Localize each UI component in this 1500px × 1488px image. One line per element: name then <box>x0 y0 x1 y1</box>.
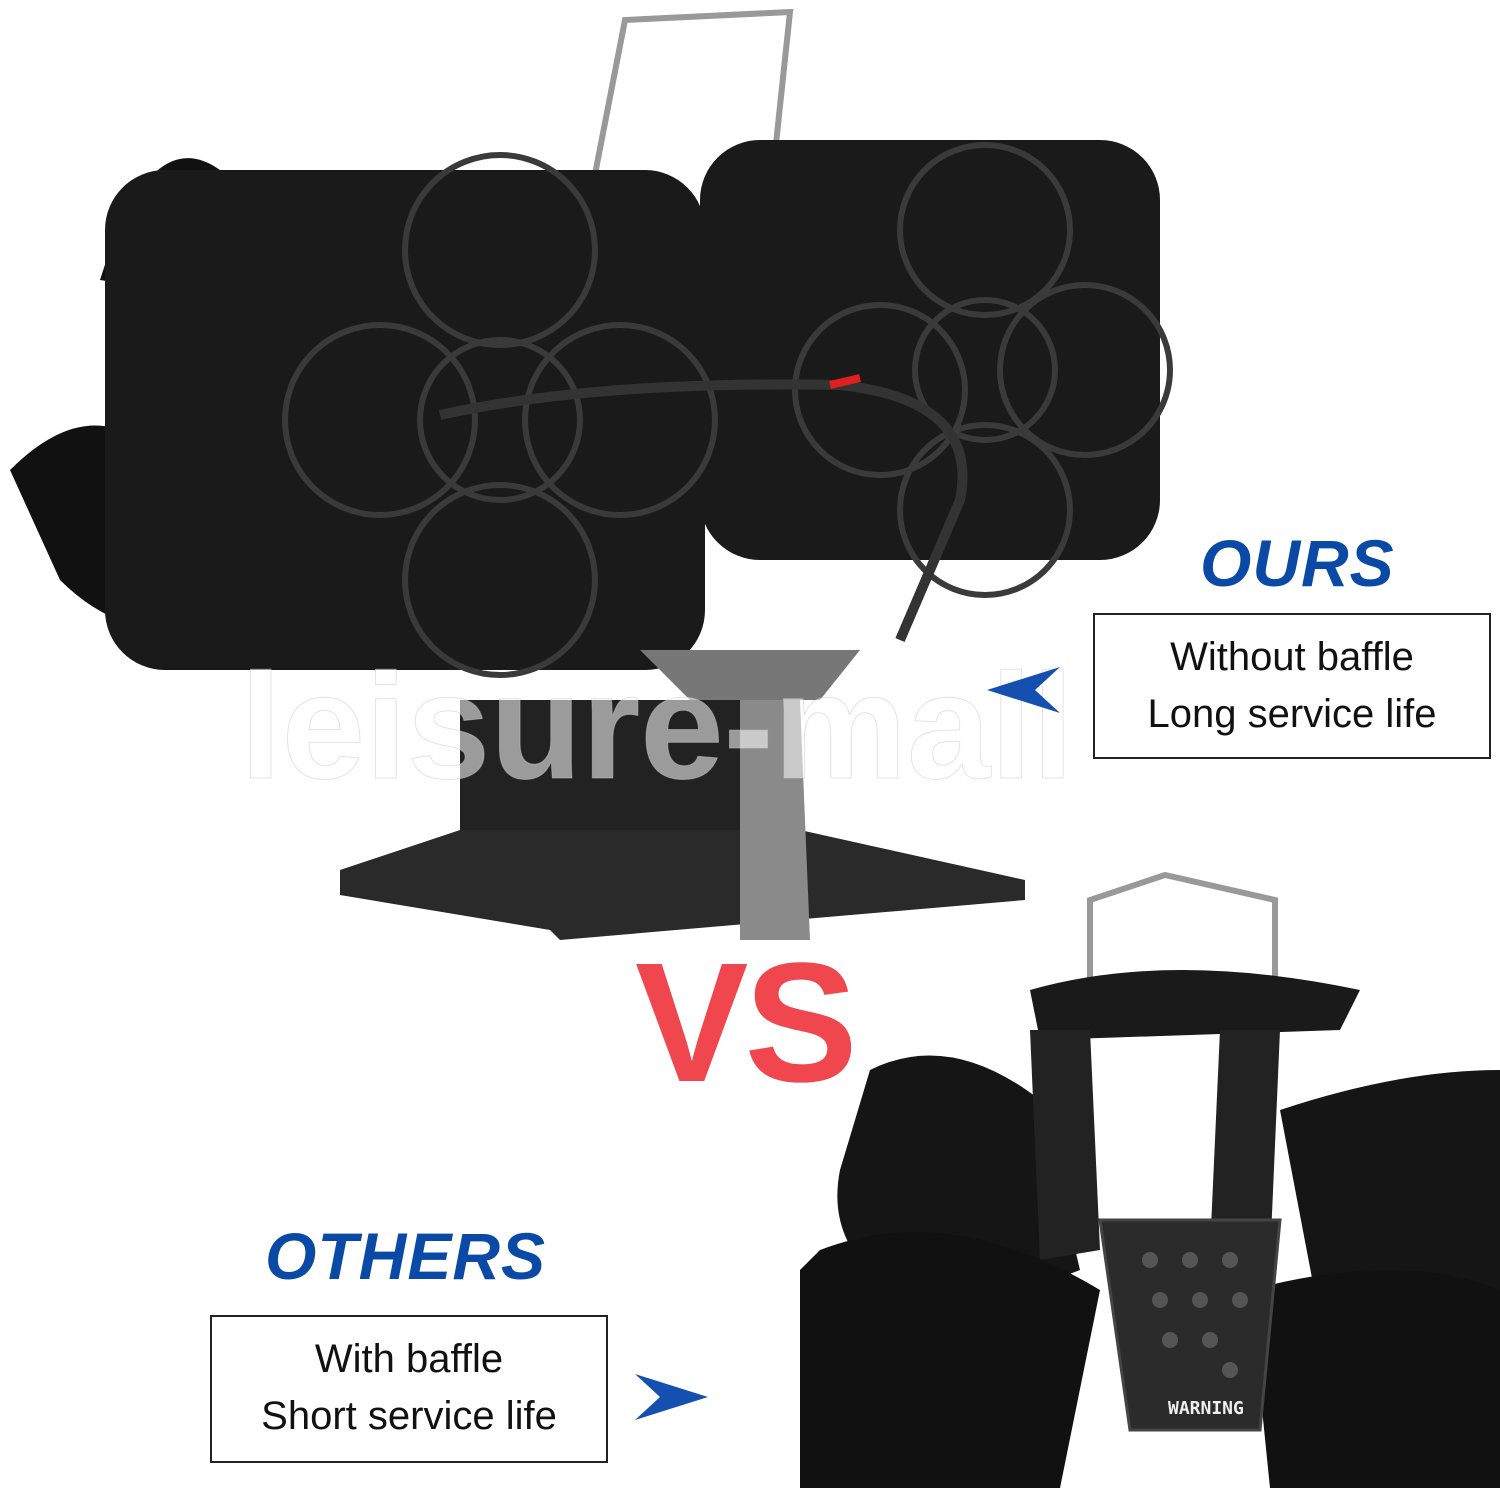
arrow-left-icon <box>987 667 1060 713</box>
ours-line-2: Long service life <box>1147 692 1437 736</box>
others-line-1: With baffle <box>314 1337 504 1381</box>
warning-label: WARNING <box>1168 1398 1244 1419</box>
ours-fan-image <box>10 8 1173 940</box>
ours-line-1: Without baffle <box>1170 635 1414 679</box>
watermark: leisure-mall <box>240 642 1075 811</box>
ours-heading: OURS <box>1200 526 1395 600</box>
arrow-right-icon <box>635 1374 708 1420</box>
others-feature-box: With baffle Short service life <box>210 1315 608 1463</box>
vs-label: VS <box>635 928 858 1118</box>
ours-feature-box: Without baffle Long service life <box>1093 613 1491 759</box>
others-line-2: Short service life <box>261 1394 557 1438</box>
others-heading: OTHERS <box>265 1219 547 1293</box>
others-fan-image <box>800 871 1500 1488</box>
